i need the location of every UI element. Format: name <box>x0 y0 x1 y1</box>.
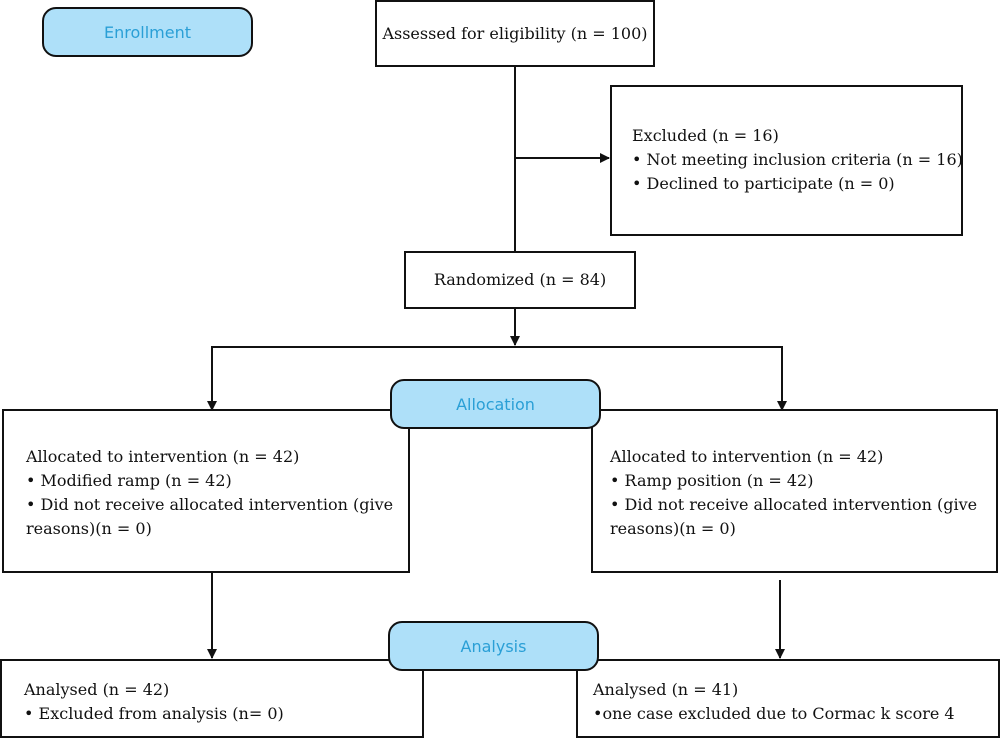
excluded-title: Excluded (n = 16) <box>632 126 779 145</box>
analysis-left-item-1: • Excluded from analysis (n= 0) <box>24 704 284 723</box>
connector-split <box>211 346 783 409</box>
stage-enrollment: Enrollment <box>42 7 253 57</box>
allocation-left-item-2: • Did not receive allocated intervention… <box>26 495 394 538</box>
allocation-left-title: Allocated to intervention (n = 42) <box>26 447 300 466</box>
allocation-left-item-1: • Modified ramp (n = 42) <box>26 471 232 490</box>
analysis-right-item-1: •one case excluded due to Cormac k score… <box>593 704 955 723</box>
assessed-text: Assessed for eligibility (n = 100) <box>382 23 648 43</box>
allocation-right-item-1: • Ramp position (n = 42) <box>610 471 814 490</box>
allocation-right-item-2: • Did not receive allocated intervention… <box>610 495 978 538</box>
randomized-box: Randomized (n = 84) <box>404 251 636 309</box>
analysis-right-box: Analysed (n = 41) •one case excluded due… <box>576 659 1000 738</box>
randomized-text: Randomized (n = 84) <box>433 270 607 289</box>
analysis-left-box: Analysed (n = 42) • Excluded from analys… <box>0 659 424 738</box>
excluded-box: Excluded (n = 16) • Not meeting inclusio… <box>610 85 963 236</box>
excluded-item-2: • Declined to participate (n = 0) <box>632 174 895 193</box>
stage-analysis: Analysis <box>388 621 599 671</box>
excluded-item-1: • Not meeting inclusion criteria (n = 16… <box>632 150 963 169</box>
analysis-left-title: Analysed (n = 42) <box>24 680 170 699</box>
analysis-right-title: Analysed (n = 41) <box>593 680 739 699</box>
assessed-box: Assessed for eligibility (n = 100) <box>375 0 655 67</box>
allocation-right-box: Allocated to intervention (n = 42) • Ram… <box>591 409 998 573</box>
stage-allocation: Allocation <box>390 379 601 429</box>
allocation-right-title: Allocated to intervention (n = 42) <box>610 447 884 466</box>
allocation-left-box: Allocated to intervention (n = 42) • Mod… <box>2 409 410 573</box>
